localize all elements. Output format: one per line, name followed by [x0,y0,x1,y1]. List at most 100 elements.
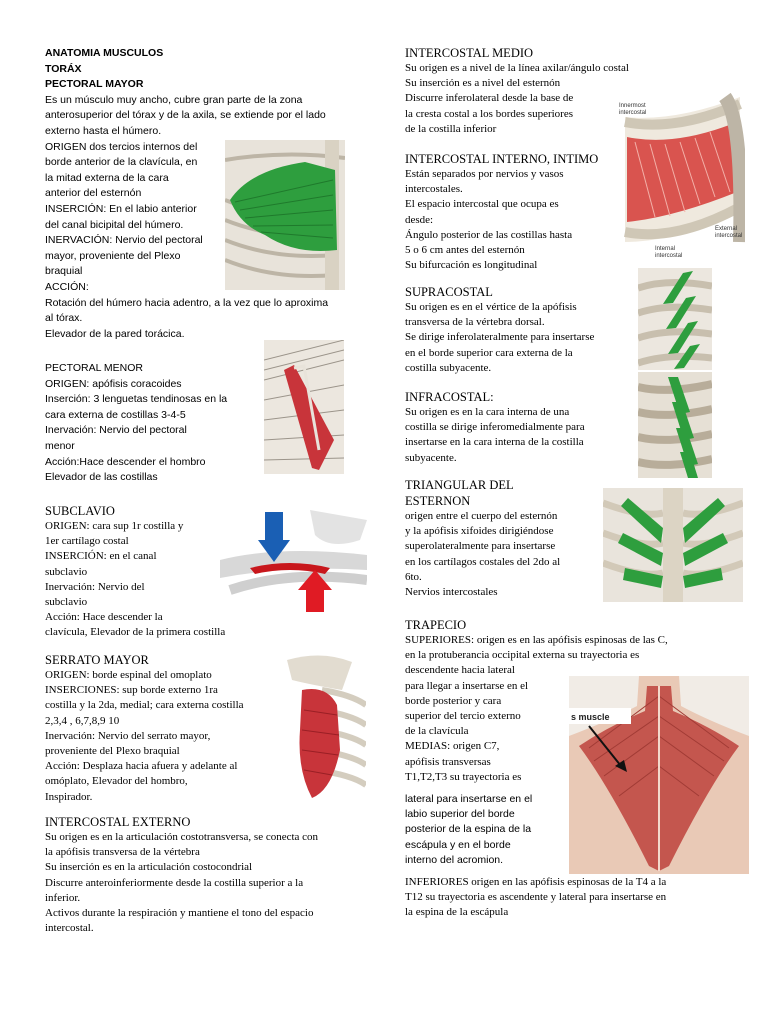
text-line: insertarse en la cara interna de la cost… [405,436,584,449]
text-line: Su origen es en la articulación costotra… [45,831,319,843]
text-line: del canal bicipital del húmero. [45,218,184,231]
text-line: El espacio intercostal que ocupa es [405,198,559,211]
text-line: T1,T2,T3 su trayectoria es [405,770,522,783]
text-line: y la apófisis xifoides dirigiéndose [405,525,554,538]
triangular-section: TRIANGULAR DEL ESTERNON origen entre el … [405,477,560,600]
text-line: 6to. [405,570,422,583]
serrato-illustration [282,650,366,800]
text-line: la apófisis transversa de la vértebra [45,846,200,859]
text-line: Inserción: 3 lenguetas tendinosas en la [45,393,228,406]
triangular-figure [603,488,743,602]
text-line: Inervación: Nervio del [45,580,145,593]
text-line: ACCIÓN: [45,280,89,293]
text-line: INFERIORES origen en las apófisis espino… [405,876,667,888]
pectoral-mayor-section: ANATOMIA MUSCULOS TORÁX PECTORAL MAYOR E… [45,46,328,342]
text-line: Su origen es en el vértice de la apófisi… [405,301,577,313]
trapecio-mid-section: lateral para insertarse en el labio supe… [405,792,532,868]
text-line: costilla se dirige inferomedialmente par… [405,421,585,434]
triangular-title: TRIANGULAR DEL [405,478,514,492]
triangular-illustration [603,488,743,602]
intercostal-externo-section: INTERCOSTAL EXTERNO Su origen es en la a… [45,814,318,936]
text-line: subclavio [45,565,88,578]
text-line: subclavio [45,596,88,609]
text-line: subyacente. [405,451,457,464]
infracostal-title: INFRACOSTAL: [405,390,494,404]
text-line: desde: [405,213,434,226]
text-line: borde posterior y cara [405,694,502,707]
text-line: superior del tercio externo [405,710,521,723]
text-line: SUPERIORES: origen es en las apófisis es… [405,634,668,646]
text-line: posterior de la espina de la [405,823,532,836]
text-line: Rotación del húmero hacia adentro, a la … [45,296,329,309]
text-line: 1er cartílago costal [45,535,129,548]
intercostal-interno-section: INTERCOSTAL INTERNO, INTIMO Están separa… [405,151,598,273]
label-internal: Internal [655,246,675,252]
text-line: Elevador de las costillas [45,471,158,484]
infracostal-figure [638,372,712,478]
supracostal-section: SUPRACOSTAL Su origen es en el vértice d… [405,284,594,376]
text-line: Inspirador. [45,790,93,803]
intercostal-externo-title: INTERCOSTAL EXTERNO [45,815,191,829]
intercostal-medio-title: INTERCOSTAL MEDIO [405,46,534,60]
text-line: 2,3,4 , 6,7,8,9 10 [45,714,120,727]
text-line: externo hasta el húmero. [45,124,162,137]
text-line: ORIGEN: borde espinal del omoplato [45,669,212,681]
subclavio-illustration [220,510,367,612]
text-line: ORIGEN: apófisis coracoides [45,377,182,390]
subclavio-title: SUBCLAVIO [45,504,115,518]
text-line: descendente hacia lateral [405,664,515,677]
text-line: omóplato, Elevador del hombro, [45,775,188,788]
arrow-down-icon [258,512,290,562]
text-line: INSERCIÓN: en el canal [45,550,157,563]
text-line: INSERCIONES: sup borde externo 1ra [45,684,218,697]
text-line: Se dirige inferolateralmente para insert… [405,331,595,344]
text-line: de la clavícula [405,725,469,738]
text-line: anterior del esternón [45,187,142,200]
trapecio-label: s muscle [571,712,610,722]
pectoral-mayor-figure [225,140,345,290]
supracostal-figure [638,268,712,370]
pectoral-mayor-illustration [225,140,345,290]
infracostal-illustration [638,372,712,478]
infracostal-section: INFRACOSTAL: Su origen es en la cara int… [405,389,585,466]
text-line: Su origen es a nivel de la línea axilar/… [405,62,629,74]
trapecio-figure: s muscle [569,676,749,874]
text-line: borde anterior de la clavícula, en [45,156,198,169]
region-title: TORÁX [45,62,82,75]
text-line: Elevador de la pared torácica. [45,327,185,340]
text-line: Su inserción es en la articulación costo… [45,861,253,874]
text-line: INSERCIÓN: En el labio anterior [45,202,197,215]
text-line: la espina de la escápula [405,906,509,919]
label-external: intercostal [715,233,742,239]
pectoral-mayor-title: PECTORAL MAYOR [45,78,144,91]
text-line: proveniente del Plexo braquial [45,745,180,758]
text-line: Acción:Hace descender el hombro [45,455,206,468]
intercostal-interno-title: INTERCOSTAL INTERNO, INTIMO [405,152,599,166]
trapecio-section: TRAPECIO SUPERIORES: origen es en las ap… [405,617,668,785]
trapecio-title: TRAPECIO [405,618,467,632]
subclavio-section: SUBCLAVIO ORIGEN: cara sup 1r costilla y… [45,503,225,641]
text-line: origen entre el cuerpo del esternón [405,510,558,522]
triangular-title: ESTERNON [405,494,471,508]
text-line: lateral para insertarse en el [405,793,533,805]
text-line: ORIGEN dos tercios internos del [45,140,198,153]
text-line: Discurre inferolateral desde la base de [405,92,574,105]
pectoral-menor-section: PECTORAL MENOR ORIGEN: apófisis coracoid… [45,361,227,486]
text-line: interno del acromion. [405,853,504,866]
text-line: Su inserción es a nivel del esternón [405,77,561,90]
supracostal-title: SUPRACOSTAL [405,285,493,299]
pectoral-menor-figure [264,340,344,474]
text-line: Acción: Hace descender la [45,611,163,624]
text-line: Inervación: Nervio del pectoral [45,424,187,437]
text-line: Activos durante la respiración y mantien… [45,907,314,920]
text-line: menor [45,439,75,452]
label-external: External [715,226,737,232]
text-line: anterosuperior del tórax y de la axila, … [45,109,326,122]
text-line: en los cartílagos costales del 2do al [405,555,561,568]
text-line: 5 o 6 cm antes del esternón [405,244,525,257]
arrow-up-icon [298,570,332,612]
text-line: intercostales. [405,183,463,196]
text-line: Ángulo posterior de las costillas hasta [405,228,573,241]
text-line: labio superior del borde [405,808,515,821]
text-line: para llegar a insertarse en el [405,679,529,692]
